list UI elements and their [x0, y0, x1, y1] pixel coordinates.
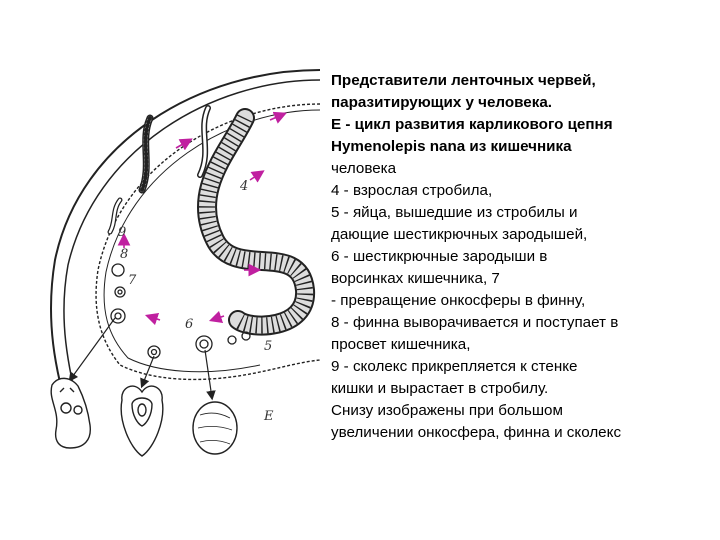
label-scolex-attaches: 9	[118, 225, 126, 240]
label-transformation: 7	[128, 273, 137, 288]
caption: Представители ленточных червей,паразитир…	[331, 70, 716, 444]
caption-line: кишки и вырастает в стробилу.	[331, 378, 716, 400]
label-panel-e: E	[263, 409, 274, 424]
label-finna-everts: 8	[120, 247, 128, 262]
caption-line: Е - цикл развития карликового цепня	[331, 114, 716, 136]
caption-line: дающие шестикрючных зародышей,	[331, 224, 716, 246]
label-eggs: 5	[264, 339, 272, 354]
caption-line: человека	[331, 158, 716, 180]
caption-line: 5 - яйца, вышедшие из стробилы и	[331, 202, 716, 224]
oncosphere-magnified	[193, 402, 237, 454]
caption-line: 9 - сколекс прикрепляется к стенке	[331, 356, 716, 378]
caption-line: Hymenolepis nana из кишечника	[331, 136, 716, 158]
young-strobilae	[110, 108, 208, 232]
caption-line: 6 - шестикрючные зародыши в	[331, 246, 716, 268]
caption-line: 8 - финна выворачивается и поступает в	[331, 312, 716, 334]
caption-line: ворсинках кишечника, 7	[331, 268, 716, 290]
caption-line: Представители ленточных червей,	[331, 70, 716, 92]
caption-line: паразитирующих у человека.	[331, 92, 716, 114]
label-adult-strobila: 4	[239, 179, 248, 194]
intestine-wall	[51, 70, 320, 420]
caption-line: 4 - взрослая стробила,	[331, 180, 716, 202]
caption-line: - превращение онкосферы в финну,	[331, 290, 716, 312]
caption-line: Снизу изображены при большом	[331, 400, 716, 422]
caption-line: увеличении онкосфера, финна и сколекс	[331, 422, 716, 444]
adult-strobila	[207, 118, 305, 326]
scolex-magnified	[51, 378, 90, 448]
finna-magnified	[121, 386, 163, 456]
label-oncosphere-villi: 6	[185, 317, 193, 332]
caption-line: просвет кишечника,	[331, 334, 716, 356]
